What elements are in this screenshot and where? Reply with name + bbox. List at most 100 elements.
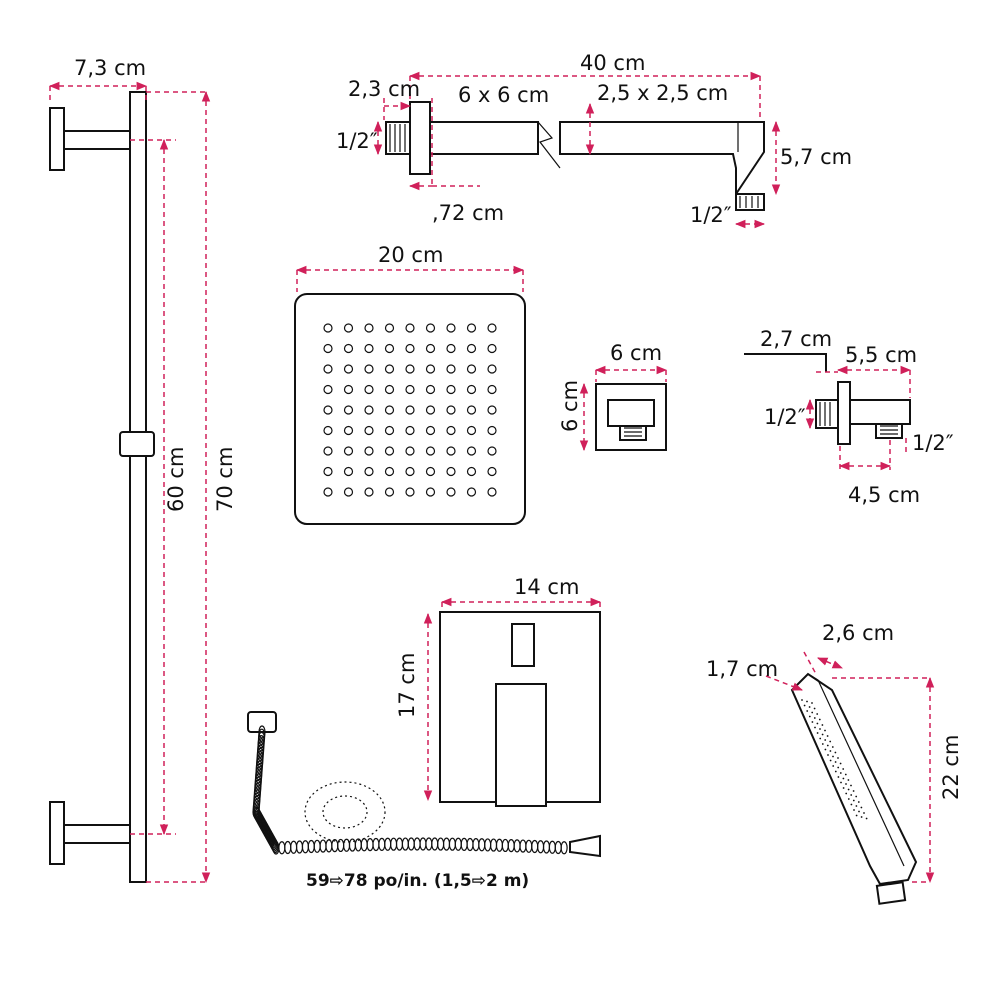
hand-nozzle bbox=[819, 728, 821, 730]
hand-nozzle bbox=[860, 806, 863, 809]
nozzle bbox=[425, 466, 436, 477]
hand-nozzle bbox=[850, 803, 853, 806]
nozzle bbox=[343, 466, 354, 477]
nozzle bbox=[446, 446, 456, 456]
hand-nozzle bbox=[803, 704, 806, 707]
flange-thickness-label: ,72 cm bbox=[432, 201, 504, 225]
hose-coil bbox=[554, 840, 562, 855]
nozzle bbox=[487, 384, 497, 395]
hand-nozzle bbox=[834, 770, 837, 773]
hand-nozzle bbox=[808, 715, 811, 718]
hand-nozzle bbox=[837, 776, 840, 778]
hose-coil bbox=[301, 840, 309, 854]
hand-shower-drawing bbox=[790, 672, 918, 905]
nozzle bbox=[343, 384, 354, 395]
tube-section-label: 2,5 x 2,5 cm bbox=[597, 81, 728, 105]
nozzle bbox=[343, 343, 354, 354]
hand-nozzle bbox=[824, 729, 826, 732]
nozzle bbox=[384, 487, 395, 497]
hand-nozzle bbox=[824, 748, 827, 751]
hand-nozzle bbox=[821, 733, 824, 736]
hose-coil bbox=[395, 837, 404, 851]
hose-coil bbox=[413, 837, 421, 851]
nozzle bbox=[384, 446, 395, 456]
nozzle bbox=[323, 343, 333, 354]
nozzle bbox=[425, 384, 436, 395]
hand-nozzle bbox=[821, 743, 824, 745]
nozzle bbox=[343, 364, 354, 374]
nozzle bbox=[425, 323, 436, 333]
hand-nozzle bbox=[855, 805, 858, 807]
hand-nozzle bbox=[829, 740, 832, 743]
hand-nozzle bbox=[840, 781, 842, 784]
hose-coil bbox=[466, 837, 474, 852]
nozzle bbox=[364, 405, 374, 415]
nozzle bbox=[425, 446, 436, 456]
hand-nozzle bbox=[818, 718, 821, 721]
hose-coil bbox=[390, 837, 398, 851]
hose-coil bbox=[325, 839, 333, 853]
valve-plate-dimensions bbox=[423, 597, 602, 802]
nozzle bbox=[323, 364, 333, 374]
nozzle bbox=[466, 364, 477, 374]
hand-nozzle bbox=[863, 812, 865, 814]
nozzle bbox=[364, 466, 374, 477]
nozzle bbox=[323, 323, 333, 333]
hand-nozzle bbox=[855, 795, 858, 798]
hose-coil bbox=[454, 837, 462, 851]
nozzle bbox=[466, 446, 477, 456]
hand-nozzle bbox=[801, 699, 803, 701]
hand-nozzle bbox=[853, 809, 855, 811]
hand-nozzle bbox=[813, 707, 816, 710]
hand-nozzle bbox=[837, 766, 840, 769]
hose-coil bbox=[542, 840, 551, 854]
hose-coil bbox=[425, 837, 433, 851]
hose-coil bbox=[472, 838, 480, 852]
hand-nozzle bbox=[847, 798, 850, 800]
hose-coil bbox=[407, 837, 415, 851]
nozzle bbox=[405, 487, 415, 497]
hose-coil bbox=[460, 837, 468, 851]
hand-nozzle bbox=[852, 799, 855, 802]
hand-nozzle bbox=[824, 739, 827, 741]
nozzle bbox=[487, 323, 497, 333]
hand-nozzle bbox=[806, 700, 808, 703]
nozzle bbox=[405, 364, 415, 374]
hose-coil bbox=[448, 837, 456, 851]
nozzle bbox=[487, 364, 497, 374]
nozzle bbox=[487, 487, 497, 497]
nozzle bbox=[343, 405, 354, 415]
hand-nozzle bbox=[845, 792, 848, 795]
nozzle bbox=[384, 405, 395, 415]
hand-nozzle bbox=[831, 746, 834, 748]
hand-nozzle bbox=[811, 711, 814, 714]
nozzle bbox=[466, 343, 477, 354]
nozzle bbox=[425, 343, 436, 354]
hand-nozzle bbox=[806, 710, 809, 712]
hand-nozzle bbox=[811, 702, 813, 704]
hand-nozzle bbox=[839, 762, 842, 765]
hose-coil bbox=[519, 839, 527, 853]
hand-nozzle bbox=[837, 757, 839, 759]
hose-coil bbox=[513, 839, 521, 853]
nozzle bbox=[323, 405, 333, 415]
nozzle bbox=[446, 384, 456, 395]
hand-nozzle bbox=[821, 724, 824, 726]
nozzle bbox=[446, 323, 456, 333]
hand-nozzle bbox=[865, 817, 868, 820]
hand-nozzle bbox=[845, 783, 847, 785]
valve-plate-width-label: 14 cm bbox=[514, 575, 579, 599]
hose-coil bbox=[442, 837, 451, 851]
valve-plate-drawing bbox=[439, 611, 601, 807]
wall-outlet-drawing bbox=[595, 383, 667, 451]
hose-coil bbox=[271, 839, 279, 854]
slide-bar-dimensions bbox=[48, 81, 211, 884]
nozzle bbox=[405, 343, 415, 354]
nozzle bbox=[466, 425, 477, 436]
nozzle bbox=[323, 384, 333, 395]
hand-nozzle bbox=[808, 706, 811, 708]
shower-arm-drawing bbox=[385, 101, 765, 211]
hand-nozzle bbox=[826, 735, 829, 737]
arm-outlet-thread-label: 1/2″ bbox=[690, 203, 732, 227]
wall-elbow-dimensions bbox=[744, 353, 912, 471]
